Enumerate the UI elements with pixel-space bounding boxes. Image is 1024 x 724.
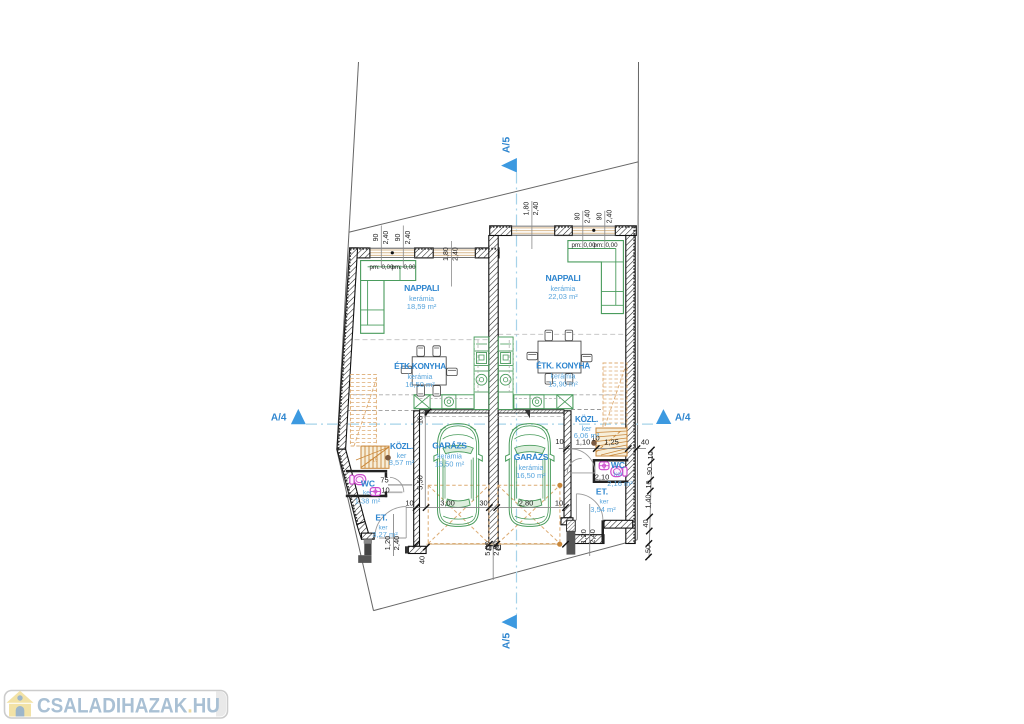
svg-text:WC: WC bbox=[361, 479, 375, 489]
svg-text:90: 90 bbox=[373, 234, 380, 242]
svg-text:10: 10 bbox=[646, 452, 655, 460]
svg-text:GARÁZS: GARÁZS bbox=[432, 441, 467, 451]
svg-text:10: 10 bbox=[591, 434, 599, 443]
svg-text:2,80: 2,80 bbox=[519, 498, 534, 507]
svg-text:10: 10 bbox=[555, 498, 563, 507]
svg-text:ÉTK.KONYHA: ÉTK.KONYHA bbox=[394, 361, 446, 371]
svg-text:NAPPALI: NAPPALI bbox=[404, 283, 439, 293]
svg-text:ker: ker bbox=[378, 525, 388, 532]
svg-text:3,27 m²: 3,27 m² bbox=[372, 530, 398, 539]
svg-text:kerámia: kerámia bbox=[551, 374, 576, 381]
svg-text:10: 10 bbox=[416, 416, 425, 424]
svg-text:40: 40 bbox=[418, 556, 427, 564]
svg-text:pm: 0,00: pm: 0,00 bbox=[571, 242, 596, 249]
svg-text:90: 90 bbox=[575, 213, 582, 221]
svg-text:22,03 m²: 22,03 m² bbox=[548, 292, 578, 301]
svg-text:16,50 m²: 16,50 m² bbox=[435, 460, 465, 469]
svg-text:90: 90 bbox=[597, 213, 604, 221]
svg-text:3,00: 3,00 bbox=[440, 498, 455, 507]
svg-text:1,40: 1,40 bbox=[644, 495, 653, 509]
svg-text:ker: ker bbox=[363, 490, 373, 497]
svg-text:40: 40 bbox=[641, 520, 650, 528]
svg-text:2,16 m²: 2,16 m² bbox=[607, 479, 633, 488]
svg-text:ker: ker bbox=[582, 426, 592, 433]
svg-text:8,57 m²: 8,57 m² bbox=[389, 458, 415, 467]
svg-text:ker: ker bbox=[599, 499, 609, 506]
svg-text:6,06 m²: 6,06 m² bbox=[574, 431, 600, 440]
svg-text:2,40: 2,40 bbox=[533, 202, 540, 216]
svg-text:2,40: 2,40 bbox=[607, 210, 614, 224]
svg-text:50: 50 bbox=[644, 545, 653, 553]
svg-text:pm: 0,00: pm: 0,00 bbox=[369, 264, 394, 271]
svg-text:kerámia: kerámia bbox=[409, 296, 434, 303]
svg-text:1,25: 1,25 bbox=[604, 438, 619, 447]
svg-text:kerámia: kerámia bbox=[437, 454, 462, 461]
svg-text:kerámia: kerámia bbox=[408, 374, 433, 381]
svg-text:5,50: 5,50 bbox=[483, 541, 492, 556]
svg-text:2,10: 2,10 bbox=[595, 473, 610, 482]
svg-text:2,40: 2,40 bbox=[585, 210, 592, 224]
svg-text:ET.: ET. bbox=[375, 513, 387, 523]
svg-text:A/4: A/4 bbox=[271, 413, 287, 424]
svg-text:kerámia: kerámia bbox=[551, 286, 576, 293]
svg-text:1,20: 1,20 bbox=[579, 529, 588, 544]
svg-text:kerámia: kerámia bbox=[519, 465, 544, 472]
svg-text:10: 10 bbox=[555, 437, 563, 446]
svg-text:WC: WC bbox=[611, 460, 625, 470]
svg-text:40: 40 bbox=[641, 438, 649, 447]
svg-text:ker: ker bbox=[397, 453, 407, 460]
svg-text:ET.: ET. bbox=[596, 487, 608, 497]
svg-text:1,38 m²: 1,38 m² bbox=[355, 497, 381, 506]
svg-text:1,20: 1,20 bbox=[383, 536, 392, 551]
svg-text:A/5: A/5 bbox=[501, 633, 513, 650]
svg-text:10: 10 bbox=[644, 481, 653, 489]
svg-text:16,50 m²: 16,50 m² bbox=[405, 380, 435, 389]
svg-text:A/5: A/5 bbox=[501, 137, 513, 154]
svg-text:3,54 m²: 3,54 m² bbox=[590, 505, 616, 514]
svg-text:2,40: 2,40 bbox=[453, 247, 460, 261]
svg-text:NAPPALI: NAPPALI bbox=[546, 273, 581, 283]
svg-text:18,59 m²: 18,59 m² bbox=[407, 302, 437, 311]
svg-text:90: 90 bbox=[645, 467, 654, 475]
svg-text:pm: 0,00: pm: 0,00 bbox=[391, 264, 416, 271]
svg-text:2,40: 2,40 bbox=[392, 536, 401, 551]
svg-text:90: 90 bbox=[395, 234, 402, 242]
svg-text:~19: ~19 bbox=[369, 458, 378, 464]
svg-text:2,40: 2,40 bbox=[588, 529, 597, 544]
svg-text:pm: 0,00: pm: 0,00 bbox=[593, 242, 618, 249]
svg-text:2,40: 2,40 bbox=[383, 231, 390, 245]
svg-text:A/4: A/4 bbox=[675, 413, 691, 424]
svg-text:GARÁZS: GARÁZS bbox=[514, 452, 549, 462]
svg-text:1,10: 1,10 bbox=[576, 438, 591, 447]
svg-text:KÖZL.: KÖZL. bbox=[390, 441, 413, 451]
svg-text:2,50: 2,50 bbox=[491, 541, 500, 556]
svg-text:30: 30 bbox=[479, 498, 487, 507]
svg-text:10: 10 bbox=[381, 486, 389, 495]
svg-text:1,80: 1,80 bbox=[524, 202, 531, 216]
svg-text:CSALADIHAZAK.HU: CSALADIHAZAK.HU bbox=[37, 695, 220, 718]
svg-text:75: 75 bbox=[380, 476, 388, 485]
svg-text:5,50: 5,50 bbox=[416, 475, 425, 490]
svg-text:16,50 m²: 16,50 m² bbox=[516, 471, 546, 480]
svg-text:KÖZL.: KÖZL. bbox=[575, 414, 598, 424]
svg-text:ker: ker bbox=[614, 471, 624, 478]
svg-text:1,80: 1,80 bbox=[443, 247, 450, 261]
svg-text:ÉTK. KONYHA: ÉTK. KONYHA bbox=[536, 361, 590, 371]
svg-text:15,90 m²: 15,90 m² bbox=[548, 380, 578, 389]
svg-text:10: 10 bbox=[405, 498, 413, 507]
svg-text:2,40: 2,40 bbox=[405, 231, 412, 245]
